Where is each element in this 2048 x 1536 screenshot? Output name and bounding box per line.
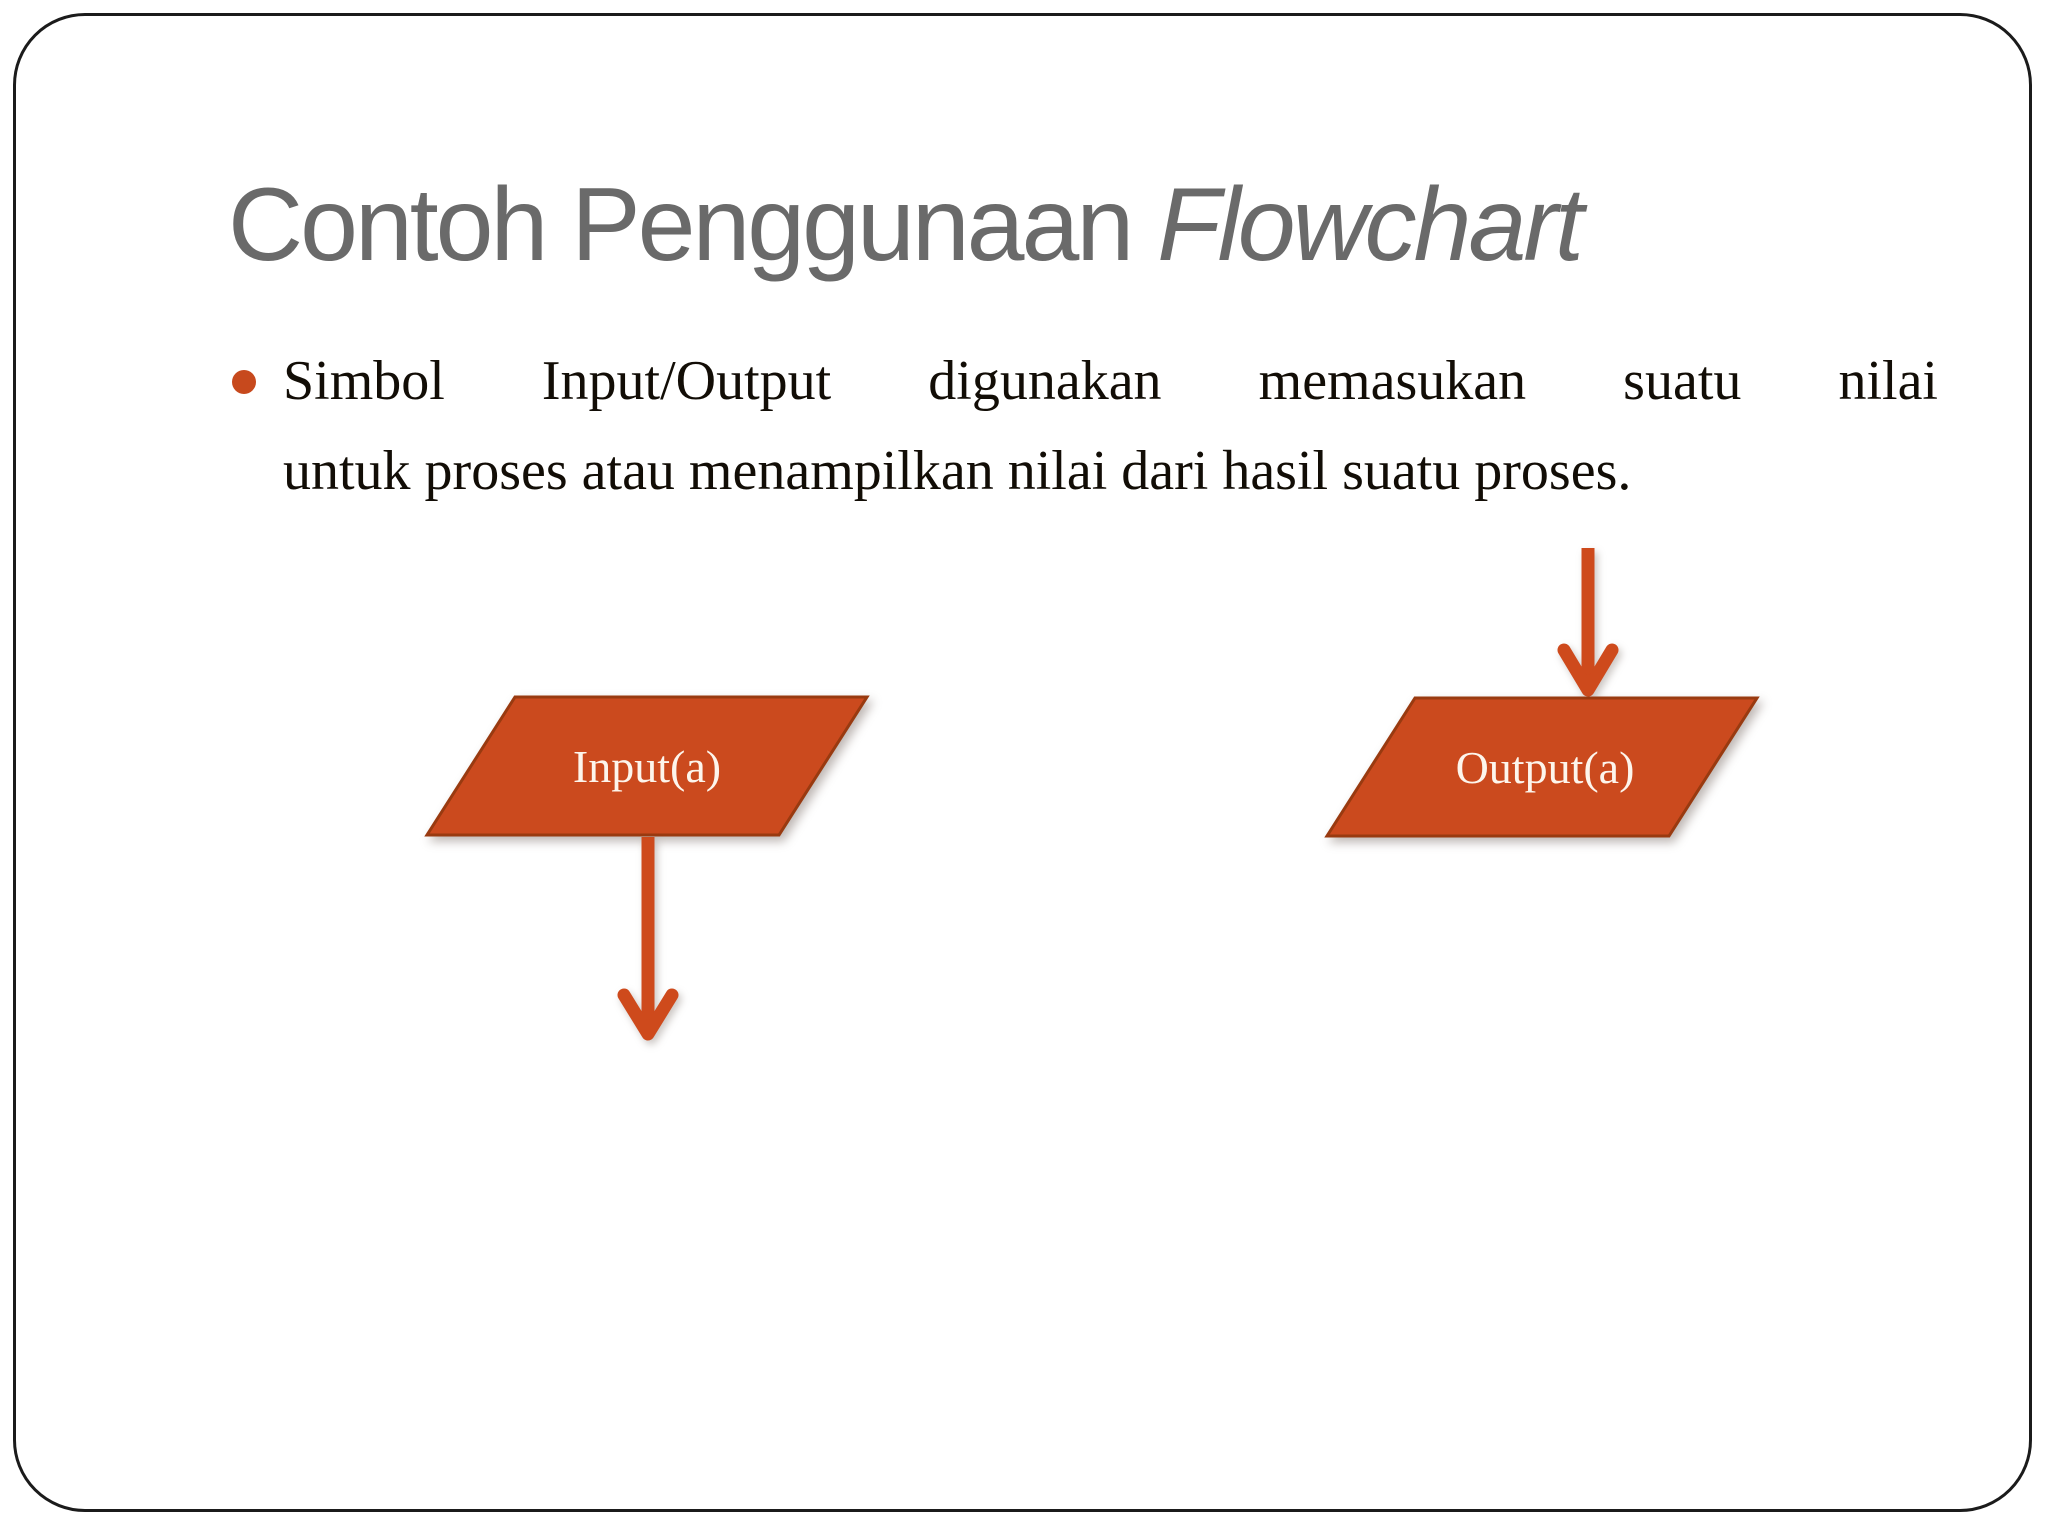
page-title: Contoh Penggunaan Flowchart <box>228 168 1928 282</box>
page-title-regular: Contoh Penggunaan <box>228 167 1158 283</box>
bullet-text-line-2: untuk proses atau menampilkan nilai dari… <box>283 440 1632 502</box>
arrow-from-input-icon <box>617 837 679 1041</box>
bullet-text-line-1: Simbol Input/Output digunakan memasukan … <box>283 350 1938 412</box>
input-parallelogram <box>424 695 870 837</box>
output-parallelogram <box>1324 696 1760 838</box>
bullet-text: Simbol Input/Output digunakan memasukan … <box>283 336 1938 516</box>
arrow-into-output-icon <box>1557 548 1619 697</box>
output-label: Output(a) <box>1456 742 1635 793</box>
page-title-italic: Flowchart <box>1157 167 1584 283</box>
input-label: Input(a) <box>573 741 721 792</box>
bullet-marker <box>232 370 256 394</box>
